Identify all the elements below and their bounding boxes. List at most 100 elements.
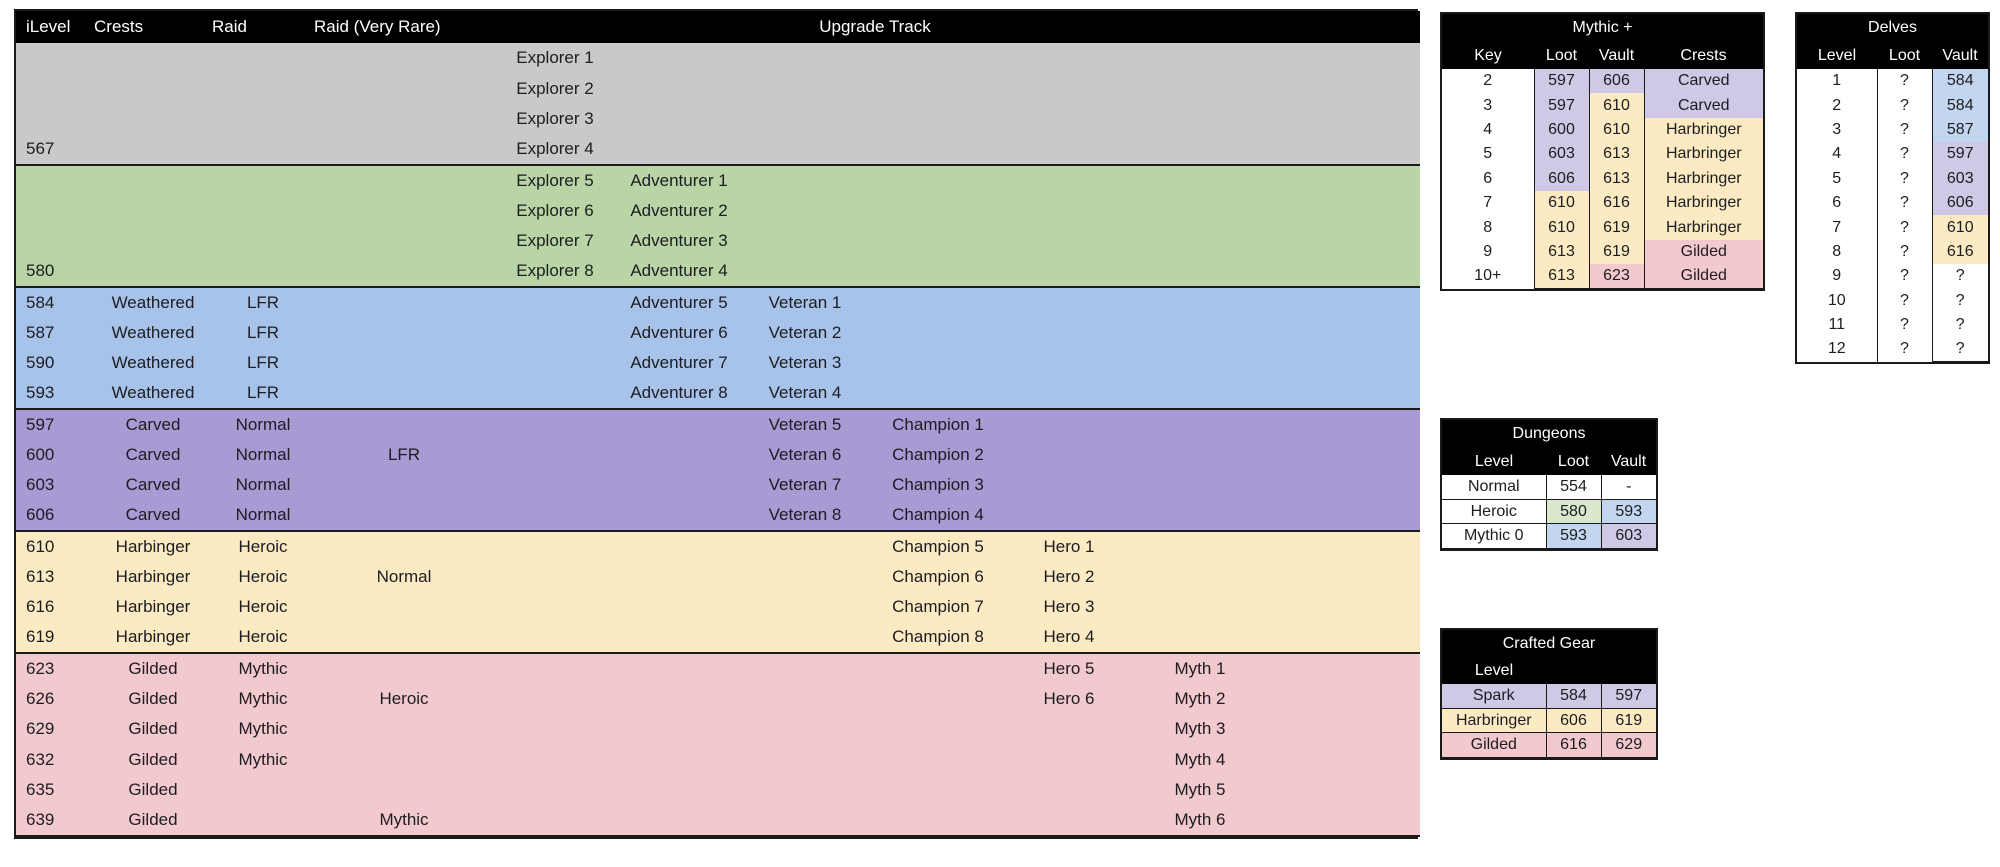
cell-raid-very-rare bbox=[314, 378, 494, 410]
cell-spacer bbox=[1270, 104, 1420, 135]
table-row: 11?? bbox=[1797, 312, 1989, 338]
cell-track-adventurer bbox=[616, 470, 742, 501]
cell-loot: ? bbox=[1876, 117, 1933, 143]
cell-raid bbox=[212, 775, 314, 806]
cell-ilevel: 639 bbox=[16, 805, 94, 837]
cell-track-hero bbox=[1008, 104, 1130, 135]
cell-raid: LFR bbox=[212, 287, 314, 318]
cell-track-champion: Champion 2 bbox=[868, 439, 1008, 470]
cell-track-adventurer bbox=[616, 500, 742, 532]
cell-crests: Weathered bbox=[94, 378, 212, 410]
cell-track-veteran bbox=[742, 653, 868, 684]
cell-level: 3 bbox=[1797, 117, 1877, 143]
cell-raid-very-rare: Normal bbox=[314, 561, 494, 592]
cell-track-adventurer bbox=[616, 439, 742, 470]
cell-track-hero bbox=[1008, 805, 1130, 837]
cell-track-adventurer bbox=[616, 73, 742, 104]
cell-track-hero bbox=[1008, 348, 1130, 379]
cell-track-myth bbox=[1130, 104, 1270, 135]
table-row: 5?603 bbox=[1797, 166, 1989, 191]
cell-vault: 616 bbox=[1589, 190, 1645, 216]
cell-crests: Gilded bbox=[94, 744, 212, 775]
cell-raid-very-rare bbox=[314, 470, 494, 501]
delves-header-row: Level Loot Vault bbox=[1797, 42, 1989, 69]
cell-track-champion: Champion 7 bbox=[868, 592, 1008, 623]
cell-raid-very-rare bbox=[314, 287, 494, 318]
cell-spacer bbox=[1270, 348, 1420, 379]
cell-level: Spark bbox=[1442, 684, 1546, 709]
cell-raid-very-rare bbox=[314, 348, 494, 379]
cell-track-adventurer bbox=[616, 805, 742, 837]
mythic-plus-header-crests: Crests bbox=[1644, 42, 1764, 69]
cell-track-myth bbox=[1130, 195, 1270, 226]
cell-spacer bbox=[1270, 73, 1420, 104]
cell-raid-very-rare bbox=[314, 653, 494, 684]
cell-track-champion bbox=[868, 775, 1008, 806]
cell-level: 11 bbox=[1797, 312, 1877, 338]
cell-raid-very-rare bbox=[314, 73, 494, 104]
cell-raid: Heroic bbox=[212, 531, 314, 562]
cell-track-veteran bbox=[742, 256, 868, 288]
table-row: 1?584 bbox=[1797, 69, 1989, 94]
cell-track-veteran bbox=[742, 683, 868, 714]
cell-track-veteran bbox=[742, 744, 868, 775]
cell-ilevel: 623 bbox=[16, 653, 94, 684]
header-spacer-3 bbox=[1008, 11, 1130, 43]
header-ilevel: iLevel bbox=[16, 11, 94, 43]
table-row: 12?? bbox=[1797, 337, 1989, 363]
cell-loot: 613 bbox=[1533, 264, 1590, 290]
cell-crests: Harbringer bbox=[1644, 215, 1764, 240]
cell-vault: 597 bbox=[1601, 684, 1656, 709]
cell-spacer bbox=[1270, 531, 1420, 562]
cell-level: Harbringer bbox=[1442, 708, 1546, 734]
cell-raid: LFR bbox=[212, 348, 314, 379]
cell-track-hero: Hero 4 bbox=[1008, 622, 1130, 654]
cell-track-veteran: Veteran 7 bbox=[742, 470, 868, 501]
cell-raid-very-rare bbox=[314, 43, 494, 74]
cell-track-hero bbox=[1008, 470, 1130, 501]
cell-track-veteran: Veteran 6 bbox=[742, 439, 868, 470]
cell-track-veteran bbox=[742, 43, 868, 74]
crafted-gear-title-row: Crafted Gear bbox=[1442, 630, 1656, 657]
cell-track-myth bbox=[1130, 73, 1270, 104]
cell-loot: ? bbox=[1876, 190, 1933, 216]
cell-ilevel bbox=[16, 165, 94, 196]
cell-raid: Mythic bbox=[212, 683, 314, 714]
cell-loot: ? bbox=[1876, 337, 1933, 362]
header-raid: Raid bbox=[212, 11, 314, 43]
cell-loot: 610 bbox=[1533, 215, 1590, 240]
cell-track-hero bbox=[1008, 500, 1130, 532]
dungeons-header-row: Level Loot Vault bbox=[1442, 448, 1657, 475]
main-table-header-row: iLevel Crests Raid Raid (Very Rare) Upgr… bbox=[16, 11, 1420, 43]
table-row: Explorer 1 bbox=[16, 43, 1420, 74]
cell-track-champion bbox=[868, 805, 1008, 837]
cell-track-adventurer: Adventurer 8 bbox=[616, 378, 742, 410]
cell-raid bbox=[212, 195, 314, 226]
delves-title-row: Delves bbox=[1797, 14, 1989, 42]
cell-crests bbox=[94, 73, 212, 104]
cell-raid-very-rare bbox=[314, 714, 494, 745]
cell-track-champion: Champion 6 bbox=[868, 561, 1008, 592]
cell-raid: LFR bbox=[212, 378, 314, 410]
cell-spacer bbox=[1270, 775, 1420, 806]
cell-ilevel bbox=[16, 195, 94, 226]
table-row: 2?584 bbox=[1797, 93, 1989, 118]
cell-track-myth bbox=[1130, 409, 1270, 440]
cell-track-veteran: Veteran 3 bbox=[742, 348, 868, 379]
cell-crests: Weathered bbox=[94, 287, 212, 318]
cell-ilevel: 610 bbox=[16, 531, 94, 562]
cell-raid: Mythic bbox=[212, 714, 314, 745]
cell-ilevel: 616 bbox=[16, 592, 94, 623]
cell-track-adventurer bbox=[616, 134, 742, 166]
cell-track-hero: Hero 3 bbox=[1008, 592, 1130, 623]
cell-vault: - bbox=[1601, 475, 1657, 500]
